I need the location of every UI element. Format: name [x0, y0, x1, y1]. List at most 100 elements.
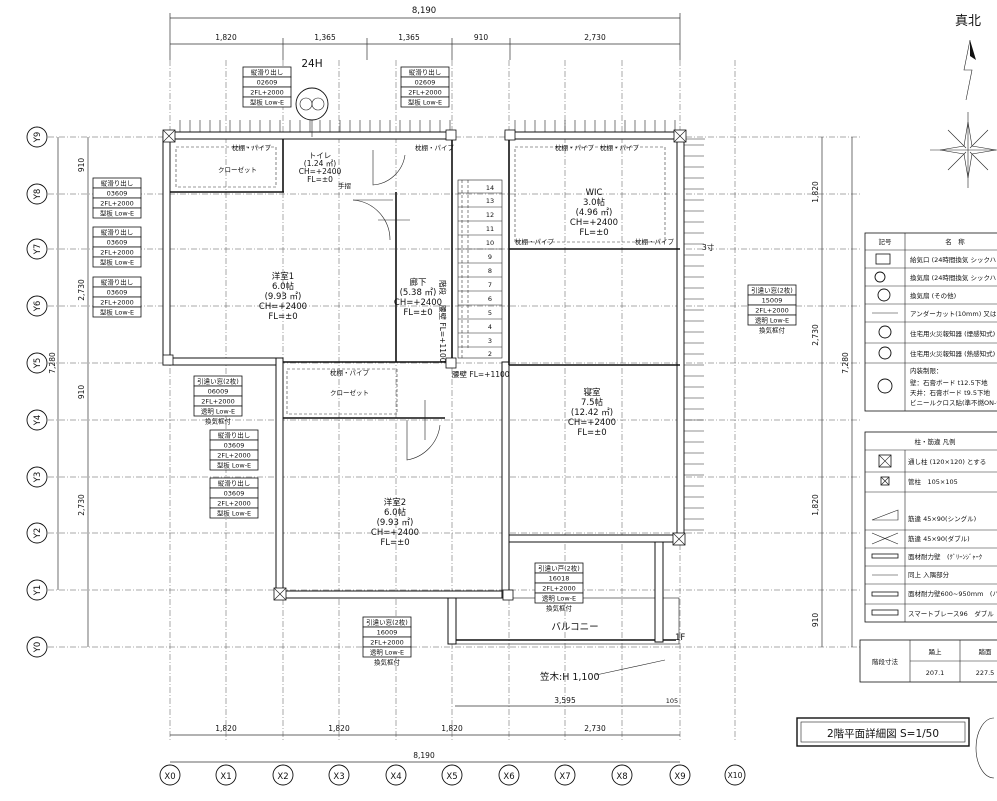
svg-text:洋室2: 洋室2	[384, 497, 406, 508]
window-callout-text: 型板 Low-E	[100, 258, 134, 267]
svg-text:FL=±0: FL=±0	[403, 308, 432, 318]
svg-text:FL=±0: FL=±0	[307, 175, 333, 184]
grid-y3: Y3	[33, 472, 43, 484]
grid-x4: X4	[390, 772, 401, 782]
stair-9: 9	[488, 253, 492, 261]
kabe-fl-vertical: 腰壁 FL=+1100	[438, 305, 448, 363]
window-callout-cell	[209, 507, 259, 519]
grid-y2: Y2	[33, 528, 43, 540]
svg-text:トイレ: トイレ	[309, 151, 332, 160]
grid-x2: X2	[277, 772, 288, 782]
window-callout-text: 03609	[107, 190, 128, 198]
svg-text:換気扇 (24時間換気 シックハ: 換気扇 (24時間換気 シックハ	[910, 273, 996, 282]
right-seg-4: 910	[811, 613, 820, 628]
window-callout-text: 縦滑り出し	[101, 179, 134, 188]
bottom-seg-2: 1,820	[328, 724, 350, 733]
left-total-dim: 7,280	[48, 352, 57, 374]
grid-y8: Y8	[33, 189, 43, 201]
doors	[352, 150, 441, 461]
stairs: 14 13 12 11 10 9 8 7 6 5 4 3 2 階段 腰壁 FL=…	[438, 179, 503, 363]
svg-text:換気扇 (その他): 換気扇 (その他)	[910, 291, 956, 300]
window-callout-cell	[534, 592, 584, 604]
window-callout-text: 型板 Low-E	[100, 209, 134, 218]
window-callout-text: 引違い戸(2枚)	[538, 564, 580, 573]
svg-text:通し柱 (120×120) とする: 通し柱 (120×120) とする	[908, 457, 986, 466]
grid-y-bubbles: Y9 Y8 Y7 Y6 Y5 Y4 Y3 Y2 Y1 Y0	[26, 126, 48, 658]
bottom-total-dim: 8,190	[413, 751, 435, 760]
balcony-offset-dim: 105	[666, 697, 678, 705]
svg-text:6.0帖: 6.0帖	[384, 507, 407, 518]
legend-stair-dims: 階段寸法 踊上 踏面 207.1 227.5	[859, 639, 997, 683]
stair-4: 4	[488, 323, 492, 331]
grid-x7: X7	[559, 772, 570, 782]
window-callout-cell	[747, 314, 797, 326]
fukikomi-label: 3寸	[702, 242, 715, 252]
right-seg-3: 1,820	[811, 494, 820, 516]
window-callout-text: 引違い窓(2枚)	[751, 286, 793, 295]
compass-rose-icon	[930, 112, 997, 188]
window-callout-text: 02609	[415, 79, 436, 87]
room-toilet: トイレ (1.24 ㎡) CH=+2400 FL=±0	[299, 151, 342, 184]
svg-text:(5.38 ㎡): (5.38 ㎡)	[400, 288, 437, 298]
kabe-fl-label: 腰壁 FL=+1100	[452, 369, 510, 379]
svg-text:住宅用火災報知器 (熱感知式): 住宅用火災報知器 (熱感知式)	[910, 349, 995, 358]
window-callout-text: 06009	[208, 388, 229, 396]
svg-text:面材耐力壁600~950mm (ハイベス: 面材耐力壁600~950mm (ハイベス	[908, 589, 997, 598]
svg-text:(9.93 ㎡): (9.93 ㎡)	[377, 518, 414, 528]
pipe-label-3: 枕棚・パイプ	[555, 143, 595, 152]
top-total-dim: 8,190	[412, 6, 436, 16]
pipe-label-4: 枕棚・パイプ	[600, 143, 640, 152]
north-arrow: 真北	[930, 14, 997, 188]
window-callout-text: 縦滑り出し	[101, 278, 134, 287]
legend-symbols: 記号 名 称 給気口 (24時間換気 シックハ 換気扇 (24時間換気 シックハ…	[864, 232, 997, 412]
stair-11: 11	[486, 225, 494, 233]
svg-text:内装制限：: 内装制限：	[910, 366, 943, 375]
grid-y4: Y4	[33, 415, 43, 427]
window-callout-text: 2FL+2000	[100, 299, 133, 307]
window-callout-text: 02609	[257, 79, 278, 87]
window-callout-text: 透明 Low-E	[201, 408, 235, 416]
svg-text:227.5: 227.5	[976, 669, 995, 677]
svg-text:(9.93 ㎡): (9.93 ㎡)	[265, 292, 302, 302]
svg-text:CH=+2400: CH=+2400	[394, 298, 442, 308]
svg-text:CH=+2400: CH=+2400	[568, 418, 616, 428]
window-callout-text: 2FL+2000	[217, 452, 250, 460]
window-callout-text: 型板 Low-E	[100, 308, 134, 317]
svg-text:住宅用火災報知器 (煙感知式): 住宅用火災報知器 (煙感知式)	[910, 329, 995, 338]
top-seg-5: 2,730	[584, 33, 606, 42]
balcony-width-dim: 3,595	[554, 696, 576, 705]
right-seg-1: 1,820	[811, 181, 820, 203]
window-callout-text: 換気框付	[546, 604, 573, 613]
window-callout-text: 透明 Low-E	[370, 649, 404, 657]
closets	[175, 146, 666, 415]
window-callout-text: 透明 Low-E	[755, 317, 789, 325]
grid-x3: X3	[333, 772, 344, 782]
room-wic: WIC 3.0帖 (4.96 ㎡) CH=+2400 FL=±0	[570, 188, 618, 238]
grid-x1: X1	[220, 772, 231, 782]
window-callout-text: 引違い窓(2枚)	[366, 618, 408, 627]
right-total-dim: 7,280	[841, 352, 850, 374]
svg-text:アンダーカット(10mm) 又は: アンダーカット(10mm) 又は	[910, 309, 997, 318]
svg-text:洋室1: 洋室1	[272, 271, 294, 282]
svg-text:壁：石膏ボード t12.5下地: 壁：石膏ボード t12.5下地	[910, 378, 988, 387]
left-dimensions: 7,280 910 2,730 910 2,730	[48, 137, 89, 647]
svg-text:(12.42 ㎡): (12.42 ㎡)	[571, 408, 613, 418]
pipe-label-7: 枕棚・パイプ	[415, 143, 455, 152]
stair-3: 3	[488, 337, 492, 345]
svg-text:(1.24 ㎡): (1.24 ㎡)	[304, 159, 337, 168]
stairs-note: 階段	[438, 280, 448, 295]
pipe-label-2: 枕棚・パイプ	[330, 368, 370, 377]
stair-14: 14	[486, 184, 494, 192]
top-dimensions: 8,190 1,820 1,365 1,365 910 2,730	[169, 6, 681, 60]
misc-labels: バルコニー クローゼット クローゼット 枕棚・パイプ 枕棚・パイプ 枕棚・パイプ…	[218, 143, 715, 683]
svg-text:7.5帖: 7.5帖	[581, 397, 604, 408]
top-seg-4: 910	[474, 33, 489, 42]
